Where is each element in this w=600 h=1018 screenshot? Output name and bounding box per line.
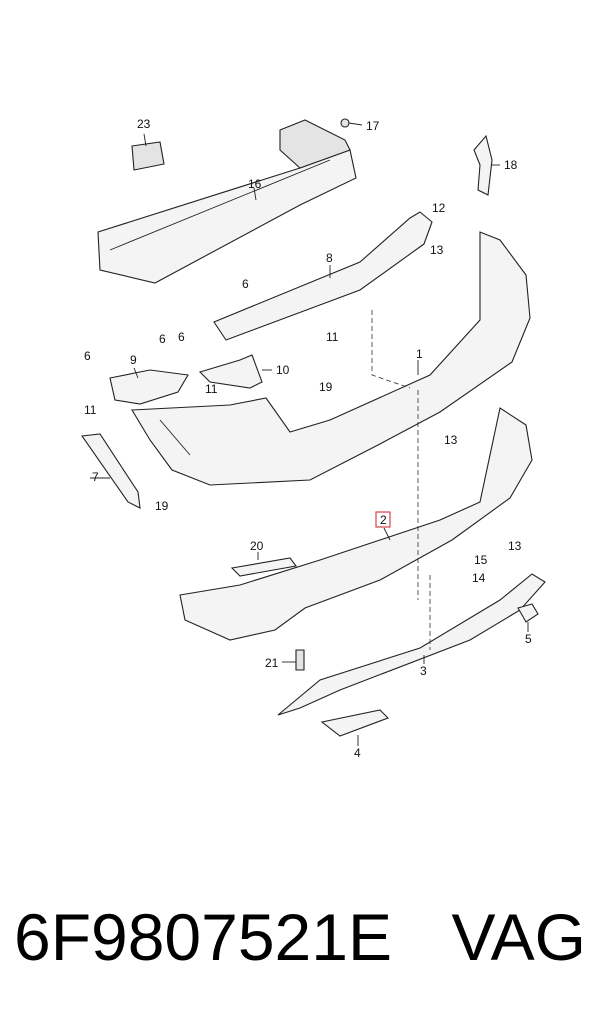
part-8-carrier [213,211,433,341]
part-5-cap [517,603,539,632]
part-18-bracket [473,134,500,196]
leader-dashed [371,310,411,389]
callout-6: 6 [178,330,185,344]
part-1-bumper-cover [131,231,531,486]
part-17-screw [340,118,363,128]
callout-20: 20 [250,539,264,553]
callout-12: 12 [432,201,446,215]
callout-14: 14 [472,571,486,585]
callout-13: 13 [444,433,458,447]
callout-8: 8 [326,251,333,265]
callout-17: 17 [366,119,380,133]
part-9-bracket [109,367,189,405]
part-16-impact-bar [97,119,357,284]
callout-23: 23 [137,117,151,131]
callout-16: 16 [248,177,262,191]
part-23-block [131,133,165,171]
callout-13: 13 [508,539,522,553]
callout-6: 6 [84,349,91,363]
part-21-stud [282,649,305,671]
callout-6: 6 [242,277,249,291]
callout-19: 19 [319,380,333,394]
part-3-lower-trim [277,573,546,716]
callout-18: 18 [504,158,518,172]
callout-2-highlighted: 2 [380,513,387,527]
part-20-reflector [230,552,297,577]
callout-5: 5 [525,632,532,646]
part-4-reflector [320,709,389,746]
callout-21: 21 [265,656,279,670]
callout-19: 19 [155,499,169,513]
brand-caption: VAG [451,900,586,974]
part-10-bracket [198,354,272,389]
callout-4: 4 [354,746,361,760]
part-2-diffuser [179,407,533,641]
part-7-trim [81,433,141,509]
callout-15: 15 [474,553,488,567]
callout-9: 9 [130,353,137,367]
callout-6: 6 [159,332,166,346]
callout-3: 3 [420,664,427,678]
callout-10: 10 [276,363,290,377]
callout-11: 11 [205,382,218,396]
callout-1: 1 [416,347,423,361]
highlight-box [375,511,391,528]
part-number-caption: 6F9807521E [14,900,392,974]
callout-11: 11 [84,403,97,417]
exploded-parts-diagram: 23 17 16 18 12 13 8 6 11 6 6 6 9 1 10 11… [81,117,546,760]
callout-11: 11 [326,330,339,344]
callout-7: 7 [92,470,99,484]
callout-13: 13 [430,243,444,257]
